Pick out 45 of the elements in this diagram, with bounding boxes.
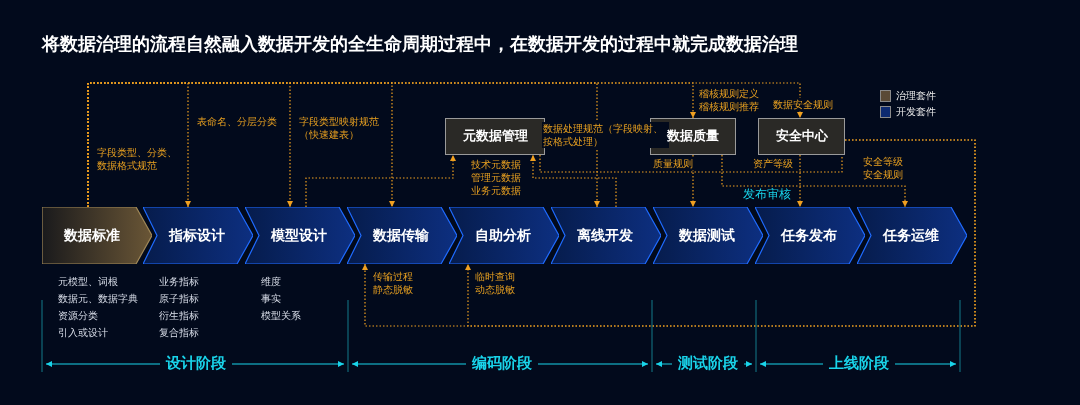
step-detail: 元模型、词根: [58, 275, 118, 289]
phase-label: 上线阶段: [823, 354, 895, 373]
edge-label: 安全等级安全规则: [862, 155, 904, 181]
process-step: 模型设计: [245, 207, 355, 264]
step-detail: 原子指标: [159, 292, 199, 306]
connector-arrow: [721, 154, 908, 208]
process-step: 离线开发: [551, 207, 661, 264]
edge-label: 传输过程静态脱敏: [372, 270, 414, 296]
step-detail: 数据元、数据字典: [58, 292, 138, 306]
step-detail: 复合指标: [159, 326, 199, 340]
phase-label: 测试阶段: [672, 354, 744, 373]
process-step: 自助分析: [449, 207, 559, 264]
process-step: 数据传输: [347, 207, 457, 264]
step-detail: 维度: [261, 275, 281, 289]
edge-label: 数据安全规则: [772, 98, 834, 111]
step-detail: 引入或设计: [58, 326, 108, 340]
phase-label: 设计阶段: [160, 354, 232, 373]
edge-label: 表命名、分层分类: [196, 115, 278, 128]
legend-label: 开发套件: [896, 105, 936, 119]
edge-label: 字段类型映射规范（快速建表）: [298, 115, 380, 141]
process-step: 任务发布: [755, 207, 865, 264]
process-step: 数据测试: [653, 207, 763, 264]
connector-arrow: [797, 154, 803, 208]
connector-arrow: [530, 154, 617, 208]
step-detail: 衍生指标: [159, 309, 199, 323]
connector-arrow: [690, 154, 696, 208]
step-detail: 模型关系: [261, 309, 301, 323]
connector-arrow: [305, 154, 456, 208]
edge-label: 质量规则: [652, 157, 694, 170]
edge-label: 发布审核: [742, 188, 792, 201]
process-step: 任务运维: [857, 207, 967, 264]
process-step: 数据标准: [42, 207, 152, 264]
legend-label: 治理套件: [896, 89, 936, 103]
edge-label: 稽核规则定义稽核规则推荐: [698, 87, 760, 113]
edge-label: 临时查询动态脱敏: [474, 270, 516, 296]
phase-label: 编码阶段: [466, 354, 538, 373]
edge-label: 资产等级: [752, 157, 794, 170]
step-detail: 资源分类: [58, 309, 98, 323]
edge-label: 技术元数据管理元数据业务元数据: [470, 158, 522, 197]
step-detail: 事实: [261, 292, 281, 306]
title: 将数据治理的流程自然融入数据开发的全生命周期过程中，在数据开发的过程中就完成数据治理: [42, 33, 798, 56]
connector-arrow: [465, 139, 976, 327]
suite-box: 安全中心: [758, 118, 845, 155]
process-step: 指标设计: [143, 207, 253, 264]
step-detail: 业务指标: [159, 275, 199, 289]
